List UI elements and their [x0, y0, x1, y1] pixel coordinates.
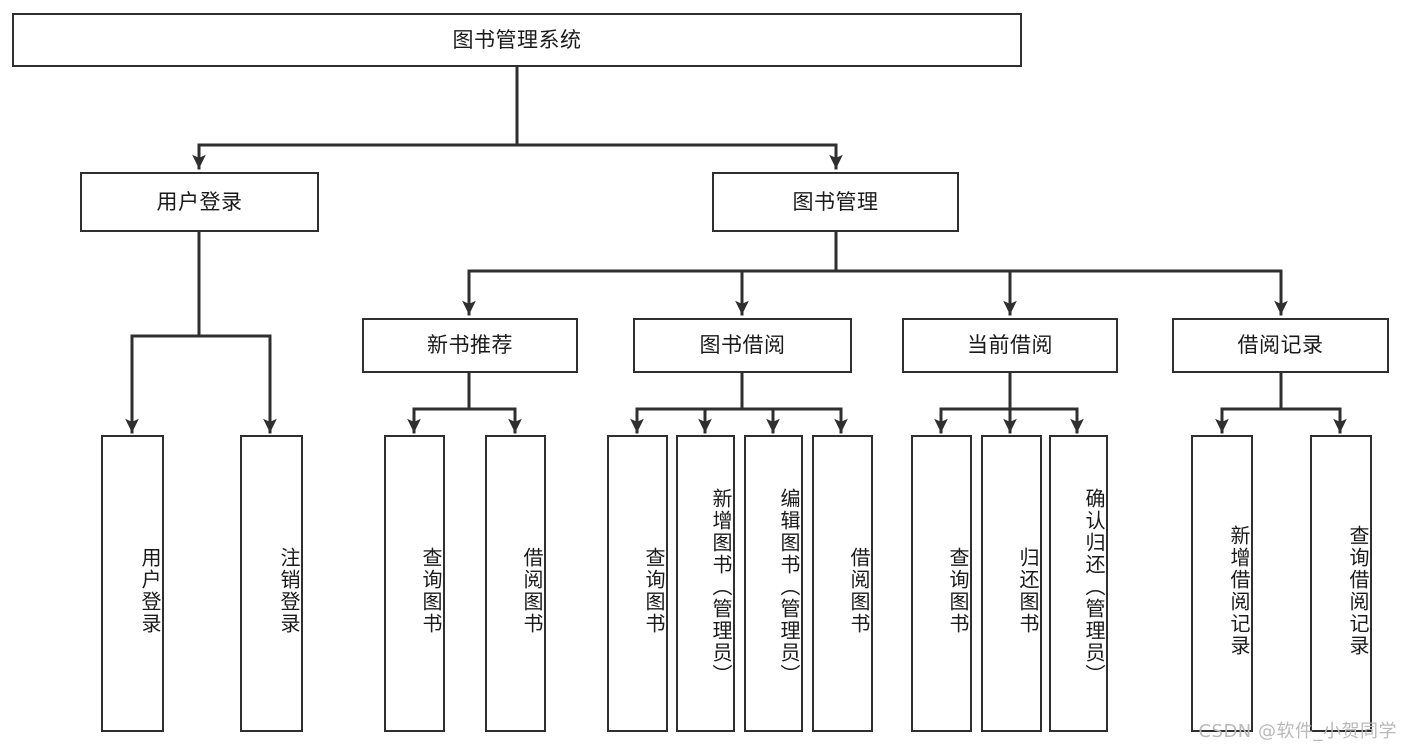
- leaf-borrow-record-add-record[interactable]: 新增借阅记录: [1191, 435, 1253, 732]
- leaf-new-book-borrow-book[interactable]: 借阅图书: [485, 435, 546, 732]
- leaf-borrow-record-query-record[interactable]: 查询借阅记录: [1310, 435, 1372, 732]
- leaf-current-borrow-query-book[interactable]: 查询图书: [911, 435, 972, 732]
- leaf-book-borrow-query-book[interactable]: 查询图书: [607, 435, 668, 732]
- leaf-user-login-login[interactable]: 用户登录: [101, 435, 164, 732]
- leaf-new-book-query-book[interactable]: 查询图书: [384, 435, 445, 732]
- node-borrow-record[interactable]: 借阅记录: [1172, 318, 1389, 373]
- node-current-borrow[interactable]: 当前借阅: [902, 318, 1118, 373]
- leaf-current-borrow-confirm-return-admin[interactable]: 确认归还（管理员）: [1049, 435, 1108, 732]
- node-new-book-recommend[interactable]: 新书推荐: [362, 318, 578, 373]
- leaf-book-borrow-add-book-admin[interactable]: 新增图书（管理员）: [676, 435, 735, 732]
- node-book-borrow[interactable]: 图书借阅: [633, 318, 852, 373]
- node-book-management[interactable]: 图书管理: [712, 172, 959, 232]
- node-user-login[interactable]: 用户登录: [80, 172, 319, 232]
- leaf-book-borrow-borrow-book[interactable]: 借阅图书: [812, 435, 873, 732]
- leaf-current-borrow-return-book[interactable]: 归还图书: [981, 435, 1042, 732]
- node-root-book-management-system[interactable]: 图书管理系统: [12, 13, 1022, 67]
- watermark-text: CSDN @软件_小贺同学: [1198, 721, 1397, 742]
- leaf-book-borrow-edit-book-admin[interactable]: 编辑图书（管理员）: [744, 435, 803, 732]
- leaf-user-login-logout[interactable]: 注销登录: [240, 435, 303, 732]
